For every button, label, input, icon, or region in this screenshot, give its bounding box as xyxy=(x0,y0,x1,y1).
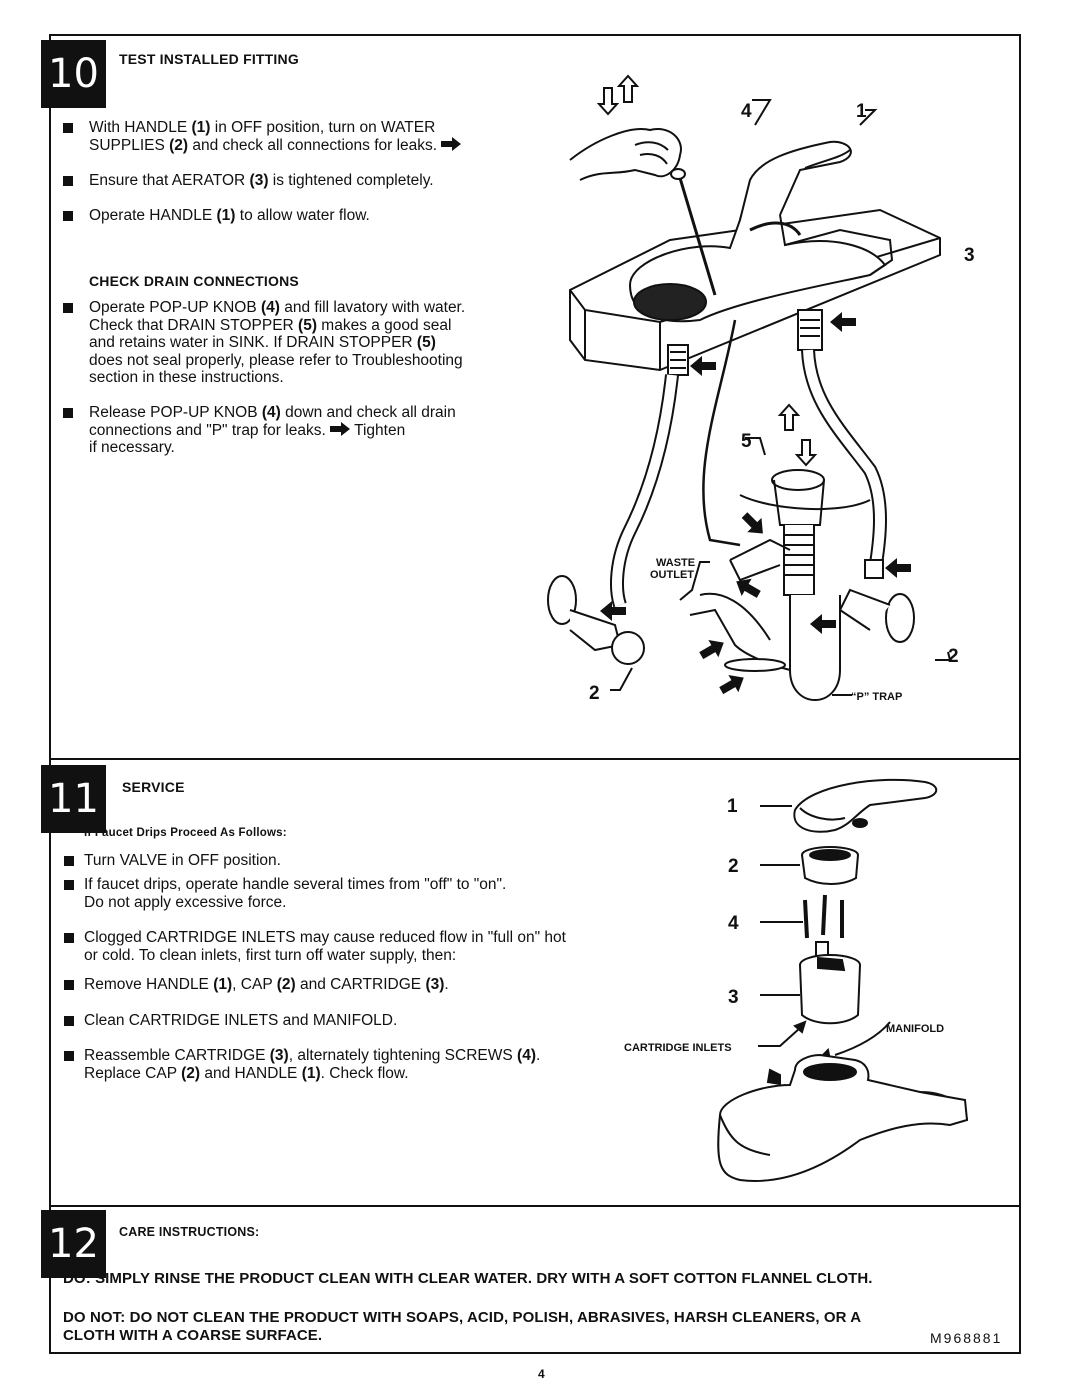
page-number: 4 xyxy=(538,1367,545,1381)
callout-1: 1 xyxy=(856,101,867,122)
step-11-heading: SERVICE xyxy=(122,779,185,795)
step-10-heading: TEST INSTALLED FITTING xyxy=(119,51,299,67)
p-trap-label: “P” TRAP xyxy=(851,691,903,703)
callout-4: 4 xyxy=(741,101,752,122)
step-10-bullet-3: Operate HANDLE (1) to allow water flow. xyxy=(63,207,370,225)
step-11-bullet-3: Clogged CARTRIDGE INLETS may cause reduc… xyxy=(64,929,566,964)
care-dont-line-2: CLOTH WITH A COARSE SURFACE. xyxy=(63,1327,323,1344)
step-10-bullet-2: Ensure that AERATOR (3) is tightened com… xyxy=(63,172,434,190)
section-divider-12 xyxy=(49,1205,1021,1207)
waste-outlet-label-2: OUTLET xyxy=(650,569,694,581)
step-11-number: 11 xyxy=(41,765,106,833)
step-11-bullet-1: Turn VALVE in OFF position. xyxy=(64,852,281,870)
document-code: M968881 xyxy=(930,1330,1003,1346)
step-12-heading: CARE INSTRUCTIONS: xyxy=(119,1225,260,1239)
arrow-right-icon xyxy=(441,136,462,151)
callout-cap-2: 2 xyxy=(728,856,739,877)
section-divider-11 xyxy=(49,758,1021,760)
step-10-bullet-5: Release POP-UP KNOB (4) down and check a… xyxy=(63,404,456,457)
arrow-right-icon xyxy=(330,421,351,436)
callout-3: 3 xyxy=(964,245,975,266)
step-11-subheading: If Faucet Drips Proceed As Follows: xyxy=(84,827,287,839)
step-10-number: 10 xyxy=(41,40,106,108)
callout-screws-4: 4 xyxy=(728,913,739,934)
callout-handle-1: 1 xyxy=(727,796,738,817)
step-11-bullet-4: Remove HANDLE (1), CAP (2) and CARTRIDGE… xyxy=(64,976,449,994)
step-12-number: 12 xyxy=(41,1210,106,1278)
care-do-line: DO: SIMPLY RINSE THE PRODUCT CLEAN WITH … xyxy=(63,1270,873,1287)
callout-2-right: 2 xyxy=(948,646,959,667)
callout-cartridge-3: 3 xyxy=(728,987,739,1008)
manifold-label: MANIFOLD xyxy=(886,1023,945,1035)
callout-2-left: 2 xyxy=(589,683,600,704)
step-11-bullet-6: Reassemble CARTRIDGE (3), alternately ti… xyxy=(64,1047,540,1082)
cartridge-exploded-illustration xyxy=(717,778,969,1182)
step-11-bullet-2: If faucet drips, operate handle several … xyxy=(64,876,506,911)
step-10-bullet-4: Operate POP-UP KNOB (4) and fill lavator… xyxy=(63,299,465,387)
faucet-drain-illustration xyxy=(547,74,952,701)
waste-outlet-label-1: WASTE xyxy=(656,557,696,569)
step-10-bullet-1: With HANDLE (1) in OFF position, turn on… xyxy=(63,119,462,154)
cartridge-inlets-label: CARTRIDGE INLETS xyxy=(624,1042,732,1054)
check-drain-heading: CHECK DRAIN CONNECTIONS xyxy=(89,273,299,289)
page-frame xyxy=(49,34,1021,1354)
care-dont-line-1: DO NOT: DO NOT CLEAN THE PRODUCT WITH SO… xyxy=(63,1309,862,1326)
callout-5: 5 xyxy=(741,431,752,452)
step-11-bullet-5: Clean CARTRIDGE INLETS and MANIFOLD. xyxy=(64,1012,397,1030)
